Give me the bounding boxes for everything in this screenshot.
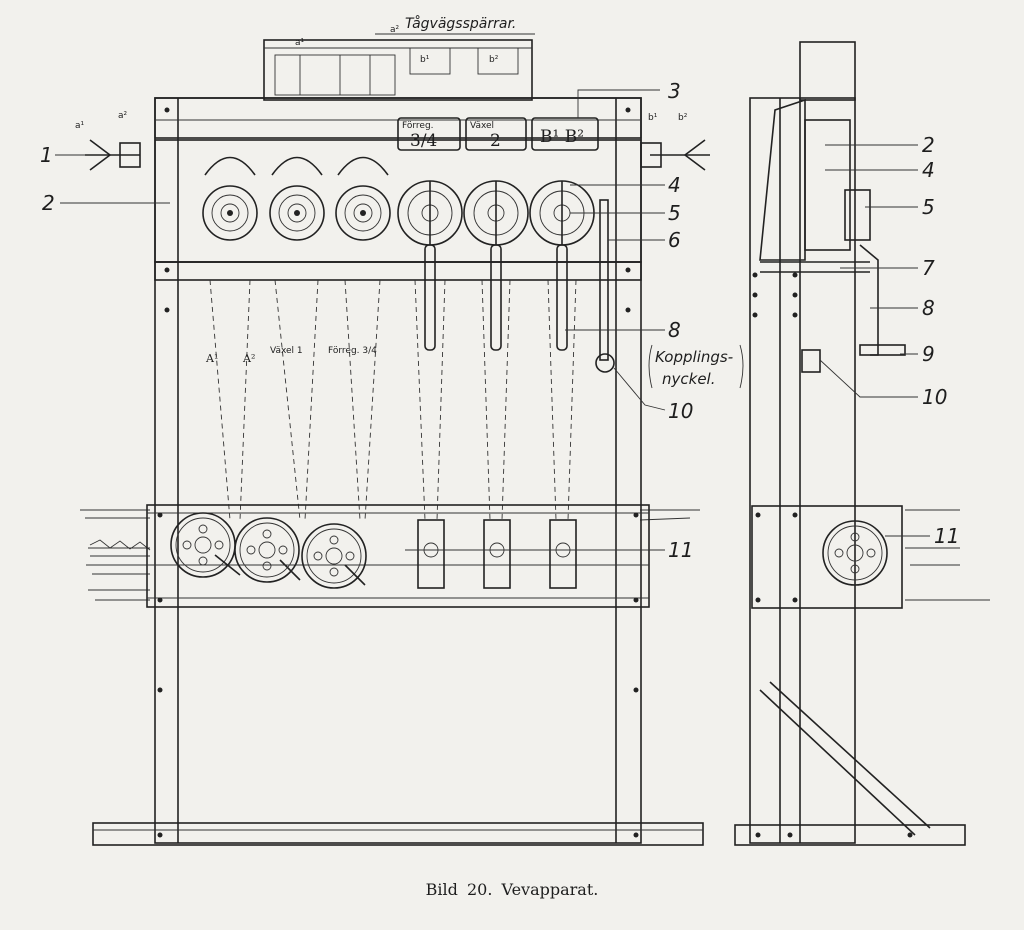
crank-handles	[424, 244, 568, 351]
ground-hatching-left	[80, 509, 700, 601]
coupling-key-label-line1: Kopplings-	[655, 348, 733, 366]
side-number-5: 5	[922, 195, 935, 219]
front-number-2: 2	[42, 191, 55, 215]
side-frame	[749, 97, 856, 844]
side-number-2: 2	[922, 133, 935, 157]
side-top-housing	[799, 41, 856, 101]
lock-label-a1-left: a¹	[75, 121, 85, 131]
side-leaders	[819, 144, 930, 537]
lever-label-vaxel1: Växel 1	[270, 346, 303, 356]
side-number-10: 10	[922, 385, 947, 409]
front-number-8: 8	[668, 318, 681, 342]
vevapparat-drawing: Tågvägsspärrar. a¹ a² a¹ a² b¹ b² b¹ b² …	[40, 15, 990, 846]
lower-frame	[146, 504, 650, 608]
rivets-side	[752, 272, 913, 838]
figure-caption: Bild 20. Vevapparat.	[425, 880, 599, 899]
coupling-key-label-line2: nyckel.	[662, 370, 715, 388]
box-3-4	[397, 117, 461, 151]
side-number-7: 7	[922, 256, 935, 280]
front-number-1: 1	[40, 143, 53, 167]
box-label-b1-b2: B¹ B²	[540, 127, 584, 147]
side-lower-frame	[751, 505, 903, 609]
top-label: Tågvägsspärrar.	[405, 15, 516, 32]
chain-drums	[405, 519, 590, 589]
box-small-vaxel: Växel	[470, 121, 494, 131]
lever-label-forreg: Förreg. 3/4	[328, 346, 377, 356]
box-2	[465, 117, 527, 151]
lock-label-a2-top: a²	[390, 25, 400, 35]
top-housing	[263, 39, 533, 101]
front-base-plate	[92, 822, 704, 846]
front-number-11: 11	[668, 538, 693, 562]
lever-label-a2: A²	[242, 352, 255, 365]
side-number-4: 4	[922, 158, 935, 182]
lock-handle-left	[85, 139, 141, 171]
box-small-forreg: Förreg.	[402, 121, 434, 131]
side-number-8: 8	[922, 296, 935, 320]
lower-pulleys	[170, 512, 367, 589]
front-number-4: 4	[668, 173, 681, 197]
side-view	[734, 41, 990, 846]
lock-label-a1-top: a¹	[295, 38, 305, 48]
front-view	[55, 39, 710, 846]
lock-label-a2-left: a²	[118, 111, 128, 121]
front-number-6: 6	[668, 228, 681, 252]
front-number-5: 5	[668, 201, 681, 225]
box-label-2: 2	[490, 131, 501, 151]
box-b1-b2	[531, 117, 599, 151]
front-number-3: 3	[668, 79, 681, 103]
lock-handle-right	[640, 139, 710, 171]
transmission-lines	[209, 279, 577, 521]
side-pulley	[822, 520, 888, 586]
front-number-10: 10	[668, 399, 693, 423]
side-number-9: 9	[922, 342, 935, 366]
lock-label-b2-top: b²	[489, 55, 499, 65]
coupling-key	[595, 353, 615, 373]
lock-label-b2-right: b²	[678, 113, 688, 123]
lock-label-b1-top: b¹	[420, 55, 430, 65]
lock-label-b1-right: b¹	[648, 113, 658, 123]
lever-label-a1: A¹	[205, 352, 218, 365]
crank-wheels	[202, 180, 595, 246]
box-label-3-4: 3/4	[410, 131, 437, 151]
side-number-11: 11	[934, 524, 959, 548]
side-base-plate	[734, 824, 966, 846]
rivets-front	[157, 107, 639, 838]
front-leaders	[55, 89, 666, 551]
